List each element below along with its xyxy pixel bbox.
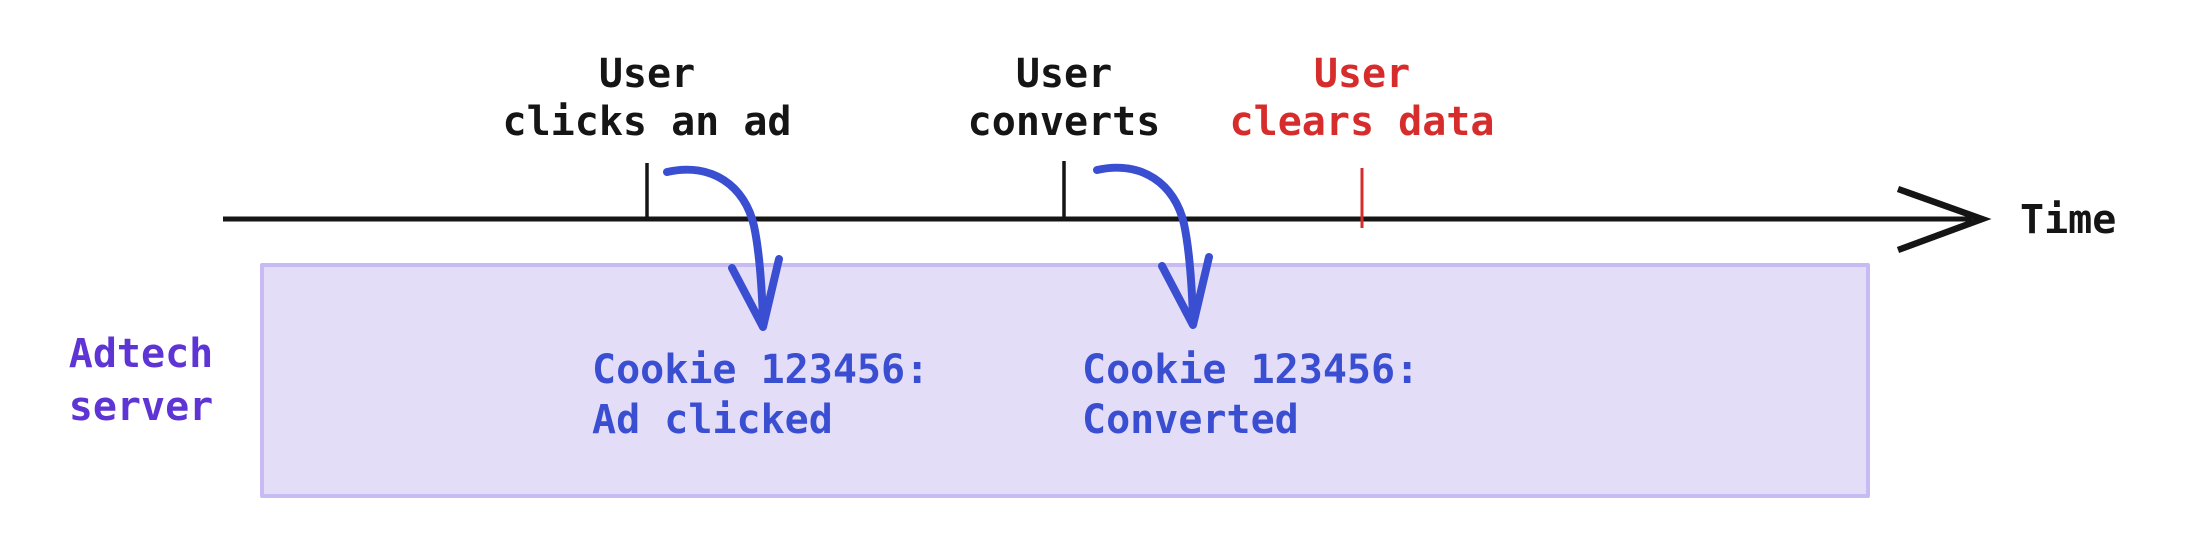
- adtech-server-label: Adtech server: [68, 331, 214, 430]
- cookie-arrow-conversion: [1093, 163, 1213, 329]
- cookie-record-ad-clicked: Cookie 123456: Ad clicked: [592, 347, 930, 443]
- event-label-clear-data: User clears data: [1229, 51, 1495, 145]
- event-label-ad-click: User clicks an ad: [502, 51, 792, 145]
- adtech-server-box: [260, 263, 1870, 498]
- cookie-arrowhead-ad-click-icon: [728, 255, 783, 331]
- cookie-record-converted: Cookie 123456: Converted: [1082, 347, 1420, 443]
- cookie-arrow-ad-click: [663, 165, 783, 331]
- timeline-arrowhead-icon: [1896, 185, 1992, 254]
- event-label-conversion: User converts: [967, 51, 1161, 145]
- time-axis-label: Time: [2020, 197, 2117, 243]
- cookie-arrowhead-conversion-icon: [1158, 253, 1213, 329]
